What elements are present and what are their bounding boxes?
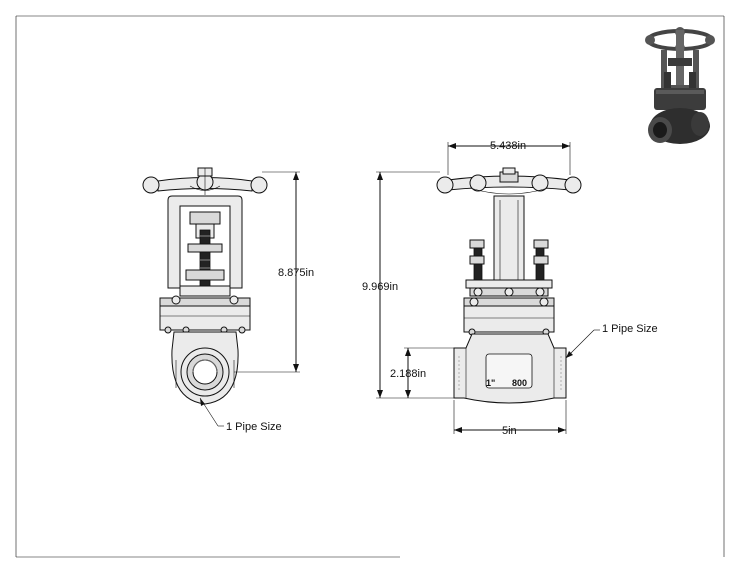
side-overall-height-label: 9.969in	[362, 281, 398, 293]
side-callout-label: 1 Pipe Size	[602, 323, 658, 335]
front-height-dimension: 8.875in	[234, 171, 314, 373]
front-view	[142, 167, 268, 405]
side-view: 1" 800	[436, 167, 582, 404]
valve-3d-preview	[640, 22, 718, 152]
side-body-height-dimension: 2.188in	[390, 347, 454, 398]
side-body-height-label: 2.188in	[390, 368, 426, 380]
front-yoke	[167, 195, 243, 297]
side-body: 1" 800	[453, 333, 567, 404]
side-handwheel	[436, 167, 582, 195]
side-pipe-size-callout: 1 Pipe Size	[565, 323, 658, 359]
sheet-border	[15, 15, 725, 558]
side-body-length-dimension: 5in	[453, 400, 567, 437]
front-pipe-size-callout: 1 Pipe Size	[199, 397, 282, 433]
front-body	[171, 331, 239, 405]
side-yoke	[465, 195, 553, 297]
front-height-label: 8.875in	[278, 267, 314, 279]
side-body-length-label: 5in	[502, 425, 517, 437]
side-bonnet	[463, 297, 555, 336]
front-handwheel	[142, 167, 268, 195]
body-stamp-class: 800	[512, 378, 527, 388]
front-bonnet	[159, 295, 251, 334]
body-stamp-size: 1"	[486, 378, 495, 388]
front-callout-label: 1 Pipe Size	[226, 421, 282, 433]
side-overall-height-dimension: 9.969in	[362, 171, 454, 399]
side-handwheel-width-label: 5.438in	[490, 140, 526, 152]
side-handwheel-width-dimension: 5.438in	[447, 140, 571, 175]
